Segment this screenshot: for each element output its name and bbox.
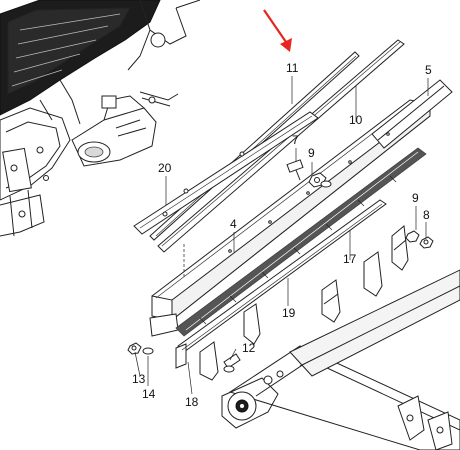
strip-part-11 [149,51,360,241]
strip-part-20 [133,111,319,235]
main-cover-part-4 [149,79,453,337]
callout-4: 4 [230,217,237,231]
lower-mount-assembly [221,269,460,450]
callout-9b: 9 [412,191,419,205]
callout-17: 17 [343,252,357,266]
callout-19: 19 [282,306,296,320]
callout-8: 8 [423,208,430,222]
callout-14: 14 [142,387,156,401]
callout-20: 20 [158,161,172,175]
brush-strip-part-17 [175,147,427,337]
hardware-washer [320,180,332,188]
red-arrow-indicator [263,9,292,52]
mounting-holes [228,132,390,253]
callout-10: 10 [349,113,363,127]
callout-11: 11 [286,61,299,75]
callout-12: 12 [242,341,256,355]
leader-lines [134,76,429,395]
hardware-bolt-7 [286,159,304,181]
hardware-nut-8 [419,236,434,249]
callout-9a: 9 [308,146,315,160]
callout-13: 13 [132,372,146,386]
machine-frame-assembly [0,0,201,237]
hardware-bolt-12 [223,353,241,373]
skirt-strip-part-18 [175,199,387,369]
callout-labels: 11 5 10 7 9 20 9 8 4 17 19 12 13 14 18 [132,61,432,409]
callout-18: 18 [185,395,199,409]
hardware-nut-9-right [405,230,420,243]
callout-7: 7 [292,133,299,147]
guide-rail-part-10 [157,39,405,253]
hardware-washer-14 [142,347,154,355]
hardware-nut-13 [127,342,142,355]
callout-5: 5 [425,63,432,77]
support-brackets [199,225,409,381]
